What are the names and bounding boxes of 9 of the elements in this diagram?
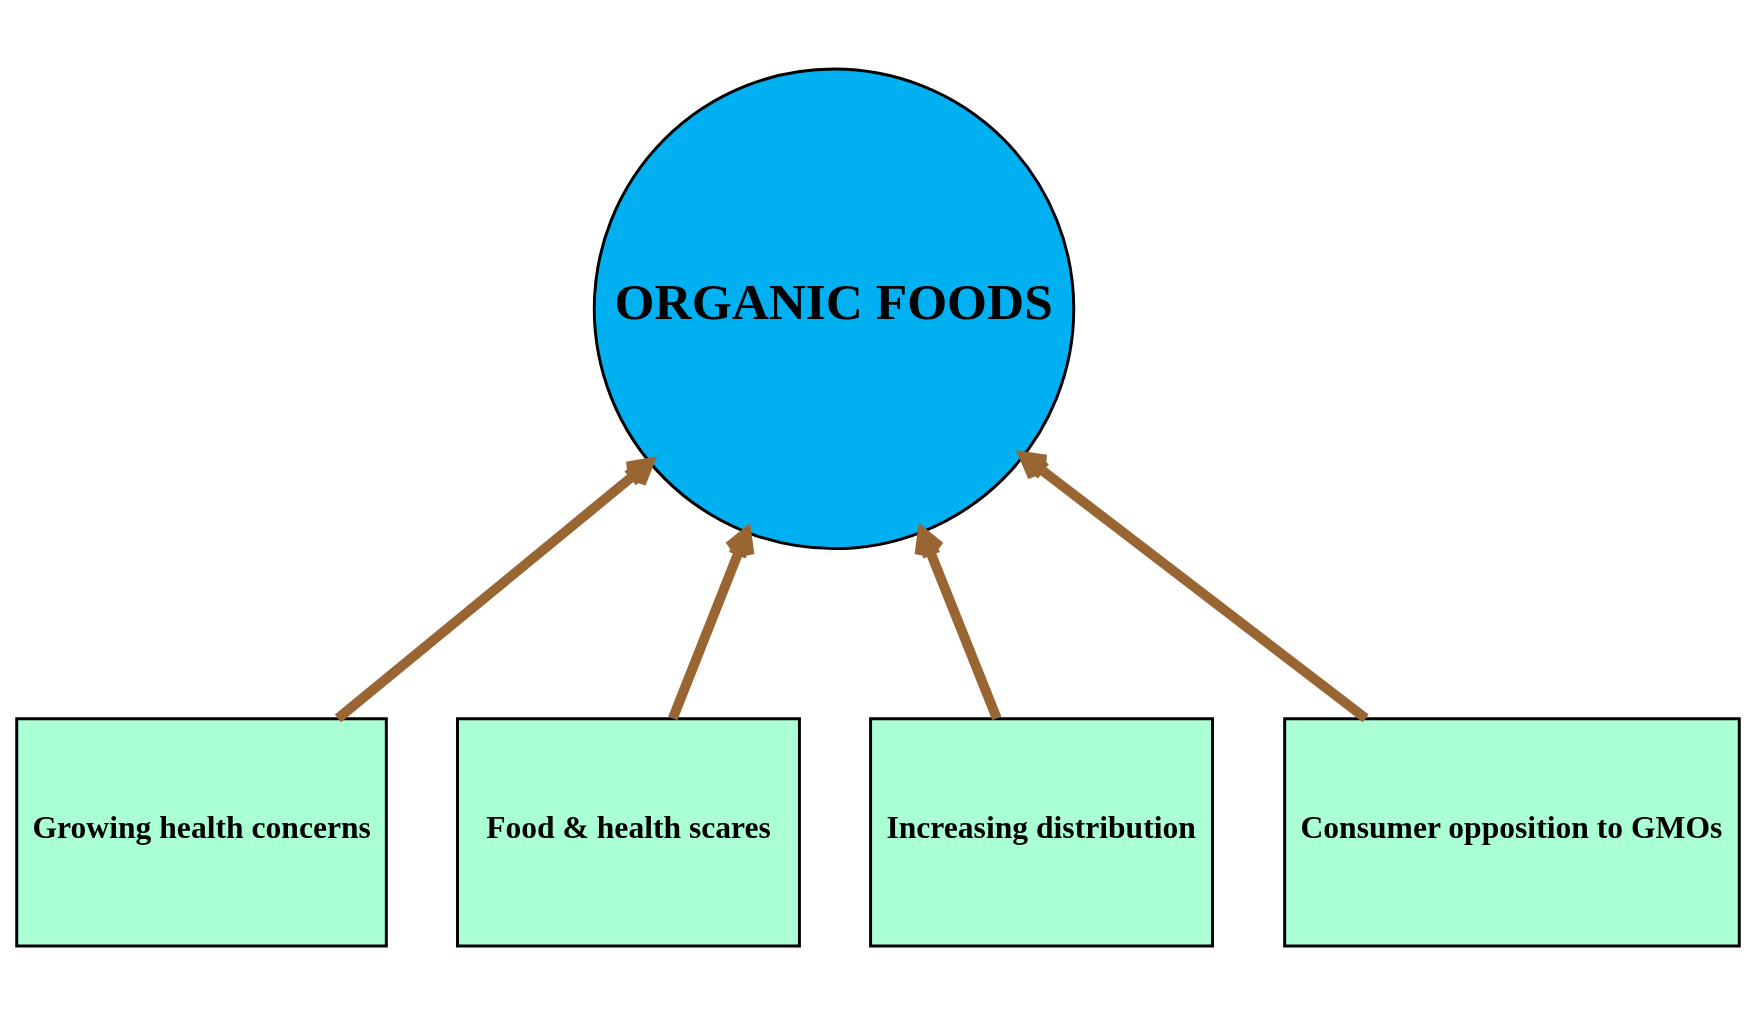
node-circle: ORGANIC FOODS bbox=[592, 67, 1076, 550]
node-box: Food & health scares bbox=[456, 716, 801, 948]
arrow bbox=[668, 526, 755, 720]
node-box: Consumer opposition to GMOs bbox=[1283, 716, 1741, 948]
node-box: Growing health concerns bbox=[15, 716, 388, 948]
arrow bbox=[334, 457, 655, 722]
node-box: Increasing distribution bbox=[869, 716, 1214, 948]
arrow bbox=[914, 526, 1002, 720]
arrow bbox=[1018, 450, 1369, 722]
